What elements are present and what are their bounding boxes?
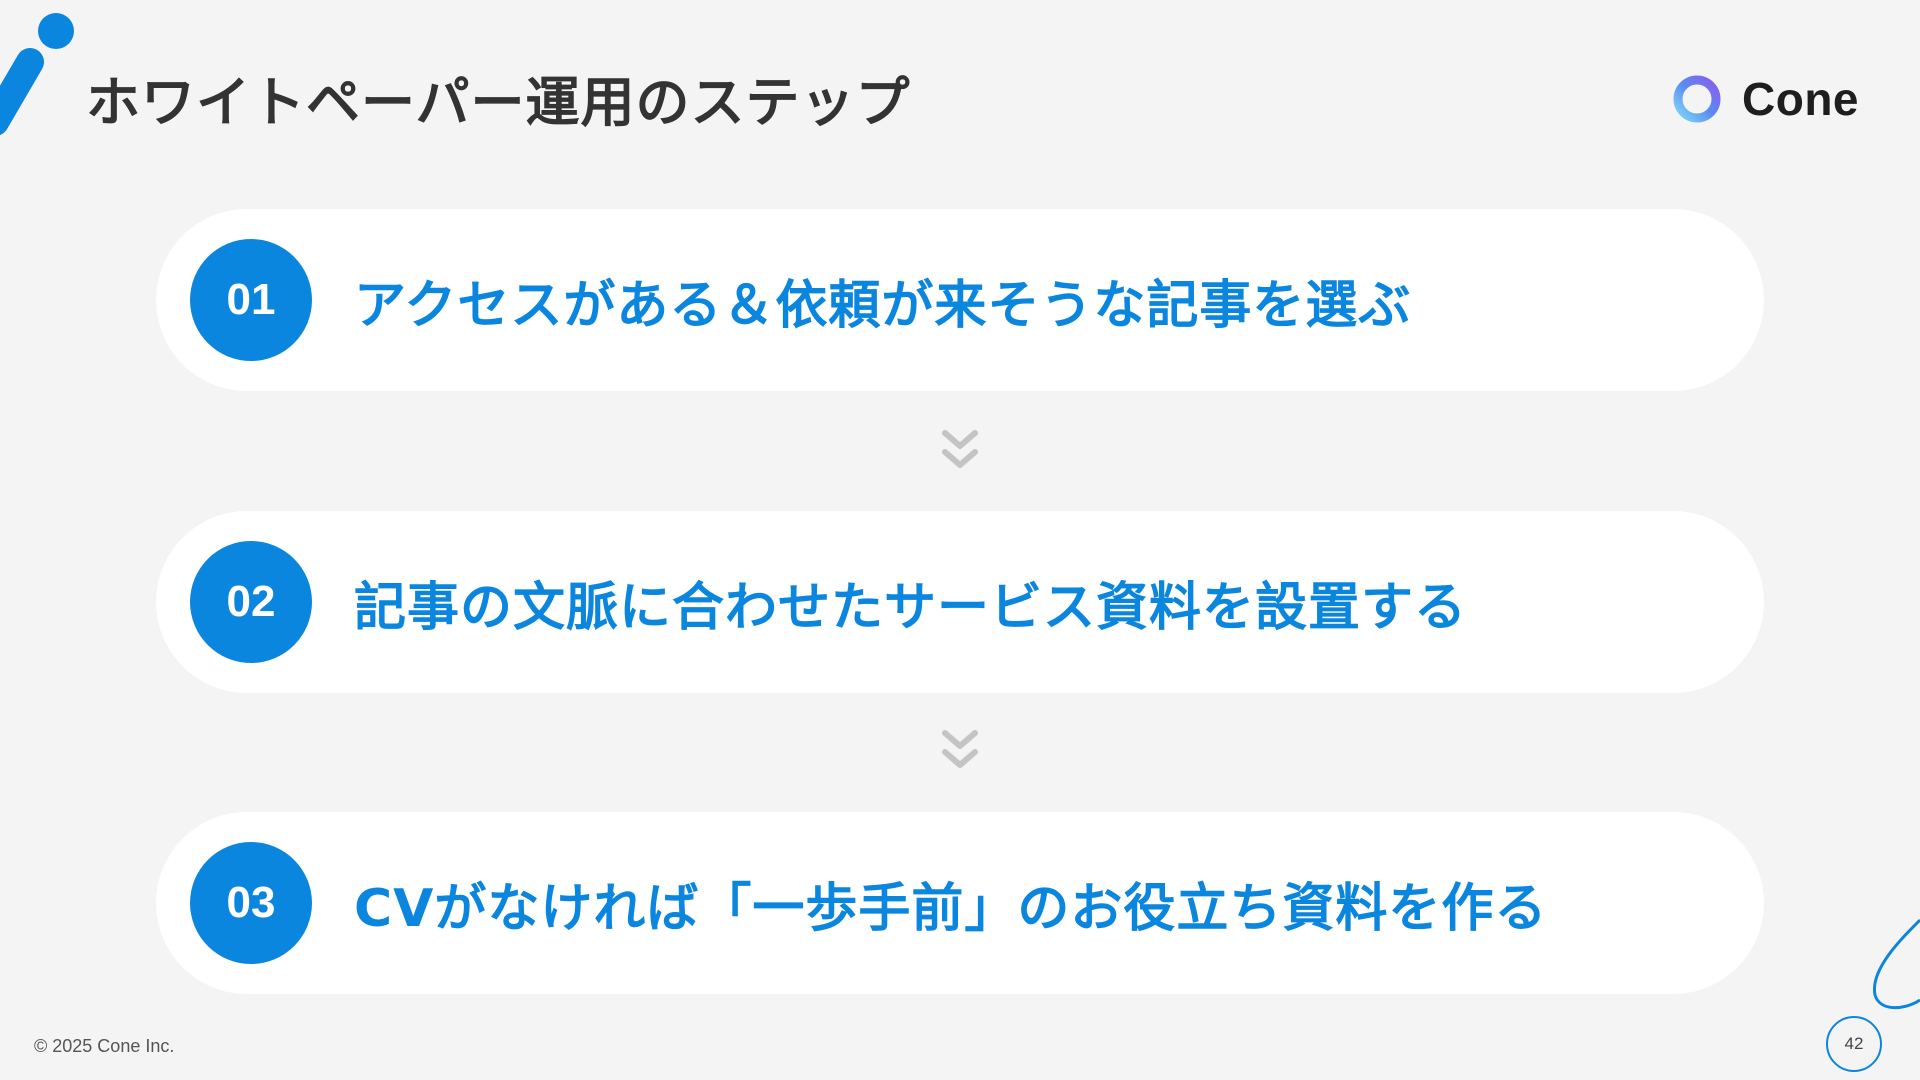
step-text: CVがなければ「一歩手前」のお役立ち資料を作る — [354, 878, 1548, 939]
step-number-badge: 02 — [190, 541, 312, 663]
step-text: アクセスがある＆依頼が来そうな記事を選ぶ — [354, 275, 1412, 336]
page-number: 42 — [1826, 1016, 1882, 1072]
chevron-double-down-icon — [942, 730, 978, 768]
step-text: 記事の文脈に合わせたサービス資料を設置する — [354, 577, 1468, 638]
step-number-badge: 03 — [190, 842, 312, 964]
brand-logo: Cone — [1672, 72, 1859, 126]
logo-text: Cone — [1742, 73, 1859, 125]
corner-decoration — [0, 13, 74, 135]
step-card-1: 01 アクセスがある＆依頼が来そうな記事を選ぶ — [156, 209, 1764, 391]
chevron-double-down-icon — [942, 430, 978, 468]
copyright-text: © 2025 Cone Inc. — [34, 1036, 175, 1056]
page-title: ホワイトペーパー運用のステップ — [86, 71, 911, 134]
step-card-2: 02 記事の文脈に合わせたサービス資料を設置する — [156, 511, 1764, 693]
step-number-badge: 01 — [190, 239, 312, 361]
corner-decoration-bottom-right — [1873, 918, 1920, 1010]
step-card-3: 03 CVがなければ「一歩手前」のお役立ち資料を作る — [156, 812, 1764, 994]
logo-ring-icon — [1673, 75, 1721, 123]
